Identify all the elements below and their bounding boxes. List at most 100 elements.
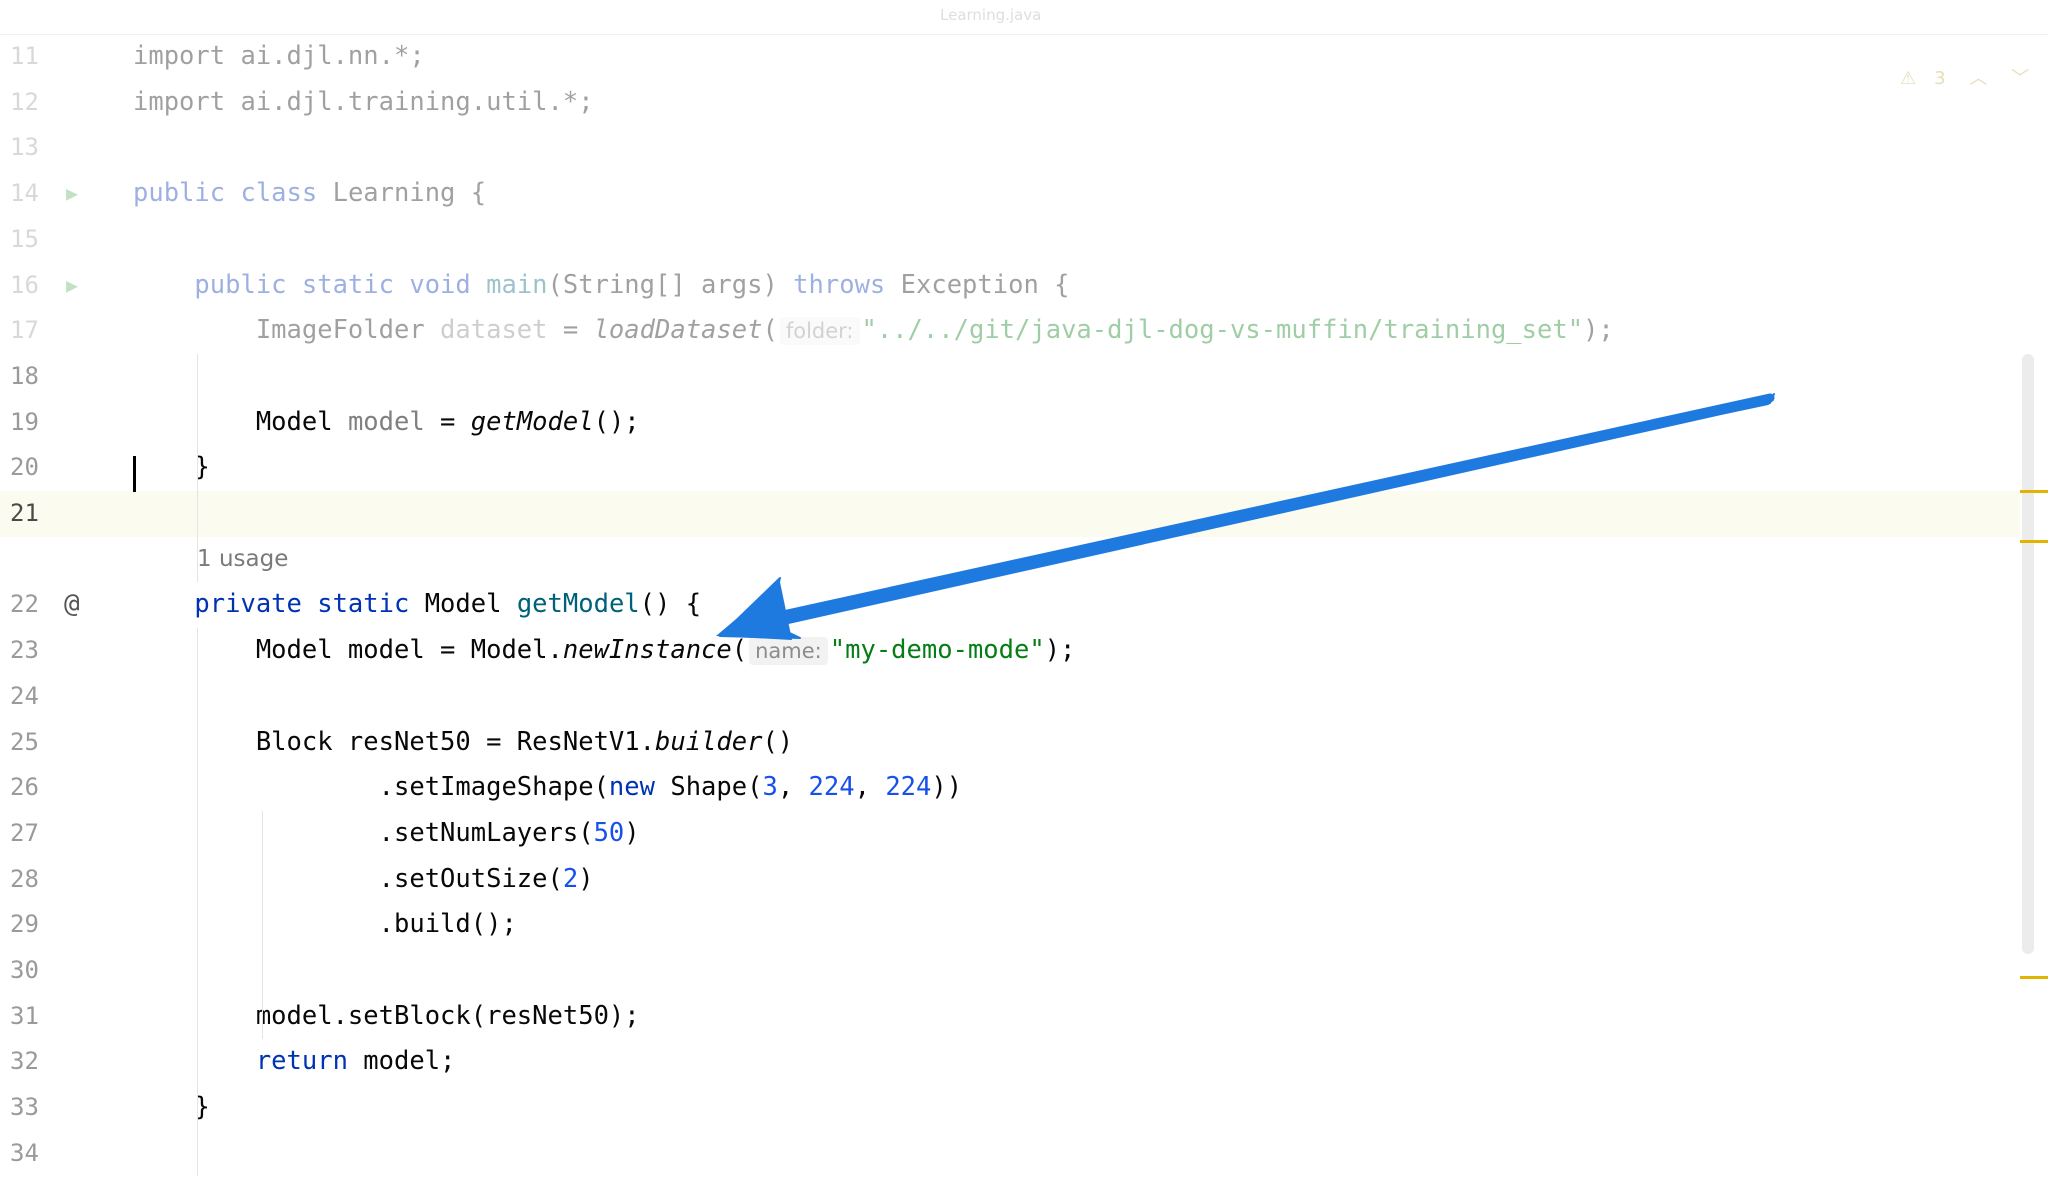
code-line[interactable]: 19 Model model = getModel(); bbox=[0, 400, 2020, 446]
code-line[interactable]: 15 bbox=[0, 217, 2020, 263]
line-number: 11 bbox=[10, 42, 39, 70]
code-token: new bbox=[608, 772, 671, 803]
line-number: 24 bbox=[10, 681, 39, 710]
code-line[interactable]: 26 .setImageShape(new Shape(3, 224, 224)… bbox=[0, 765, 2020, 811]
code-text[interactable]: import ai.djl.training.util.*; bbox=[133, 80, 594, 126]
warning-marker[interactable] bbox=[2020, 540, 2048, 543]
line-number: 17 bbox=[10, 316, 39, 345]
code-token: ); bbox=[1583, 315, 1614, 346]
inspection-widget[interactable]: ⚠3 ︿ ﹀ bbox=[1900, 64, 2047, 90]
code-token: newInstance bbox=[562, 635, 732, 666]
vertical-scrollbar[interactable] bbox=[2022, 354, 2034, 954]
chevron-up-icon[interactable]: ︿ bbox=[1969, 68, 1988, 89]
code-line[interactable]: 30 bbox=[0, 948, 2020, 994]
code-line[interactable]: 21 bbox=[0, 491, 2020, 537]
code-token: Model bbox=[133, 406, 348, 437]
code-text[interactable]: private static Model getModel() { bbox=[133, 582, 701, 628]
code-token: loadDataset bbox=[593, 315, 763, 346]
code-line[interactable]: 16▶ public static void main(String[] arg… bbox=[0, 263, 2020, 309]
code-token: "../../git/java-djl-dog-vs-muffin/traini… bbox=[861, 315, 1584, 346]
code-token: model bbox=[347, 406, 425, 437]
line-number: 22 bbox=[10, 590, 39, 619]
code-token: Block resNet50 = ResNetV1. bbox=[133, 726, 655, 757]
code-token: } bbox=[133, 452, 210, 483]
code-line[interactable]: 23 Model model = Model.newInstance(name:… bbox=[0, 628, 2020, 674]
code-token: main bbox=[486, 269, 548, 300]
code-text[interactable]: .build(); bbox=[133, 902, 517, 948]
code-line[interactable]: 18 bbox=[0, 354, 2020, 400]
code-line[interactable]: 32 return model; bbox=[0, 1039, 2020, 1085]
line-number: 34 bbox=[10, 1138, 39, 1167]
code-token: import ai.djl.nn.*; bbox=[133, 41, 425, 71]
code-line[interactable]: 17 ImageFolder dataset = loadDataset(fol… bbox=[0, 308, 2020, 354]
usage-count-hint[interactable]: 1 usage bbox=[197, 545, 289, 572]
at-icon[interactable]: @ bbox=[64, 589, 80, 620]
warning-marker[interactable] bbox=[2020, 490, 2048, 493]
code-token: getModel bbox=[470, 406, 594, 437]
code-token: Model bbox=[424, 589, 517, 620]
code-text[interactable]: } bbox=[133, 1085, 210, 1131]
code-token: , bbox=[854, 772, 886, 803]
code-text[interactable]: public static void main(String[] args) t… bbox=[133, 263, 1069, 309]
code-token: , bbox=[777, 772, 809, 803]
chevron-down-icon[interactable]: ﹀ bbox=[2011, 68, 2030, 89]
code-token: } bbox=[133, 1092, 210, 1123]
code-token: () bbox=[762, 726, 794, 757]
code-line[interactable]: 27 .setNumLayers(50) bbox=[0, 811, 2020, 857]
code-text[interactable]: import ai.djl.nn.*; bbox=[133, 34, 425, 80]
code-line[interactable]: 11 import ai.djl.nn.*; bbox=[0, 34, 2020, 80]
code-text[interactable]: Block resNet50 = ResNetV1.builder() bbox=[133, 720, 793, 766]
indent-guide bbox=[197, 353, 198, 583]
code-token: .setNumLayers( bbox=[133, 817, 594, 848]
indent-guide bbox=[262, 810, 263, 1040]
code-text[interactable]: Model model = Model.newInstance(name:"my… bbox=[133, 628, 1075, 675]
code-text[interactable]: .setNumLayers(50) bbox=[133, 811, 640, 857]
code-text[interactable]: return model; bbox=[133, 1039, 456, 1085]
code-token: )) bbox=[931, 772, 963, 803]
code-token: builder bbox=[654, 726, 763, 757]
tab-learning-java[interactable]: Learning.java bbox=[940, 6, 1042, 24]
line-number: 33 bbox=[10, 1093, 39, 1122]
run-icon[interactable]: ▶ bbox=[66, 272, 79, 297]
code-line[interactable]: 31 model.setBlock(resNet50); bbox=[0, 994, 2020, 1040]
code-line[interactable]: 24 bbox=[0, 674, 2020, 720]
code-text[interactable]: public class Learning { bbox=[133, 171, 486, 217]
line-number: 32 bbox=[10, 1047, 39, 1076]
line-number: 19 bbox=[10, 407, 39, 436]
code-line[interactable]: 28 .setOutSize(2) bbox=[0, 857, 2020, 903]
code-token: 50 bbox=[593, 817, 625, 848]
code-line[interactable]: 33 } bbox=[0, 1085, 2020, 1131]
warning-marker[interactable] bbox=[2020, 976, 2048, 979]
code-line[interactable]: 14 ▶ public class Learning { bbox=[0, 171, 2020, 217]
line-number: 21 bbox=[10, 499, 39, 527]
code-token: ( bbox=[731, 635, 748, 666]
code-text[interactable]: .setImageShape(new Shape(3, 224, 224)) bbox=[133, 765, 962, 811]
code-text[interactable]: .setOutSize(2) bbox=[133, 857, 594, 903]
code-text[interactable]: ImageFolder dataset = loadDataset(folder… bbox=[133, 308, 1614, 355]
code-text[interactable]: model.setBlock(resNet50); bbox=[133, 994, 640, 1040]
parameter-hint: name: bbox=[749, 637, 828, 666]
code-line[interactable]: 25 Block resNet50 = ResNetV1.builder() bbox=[0, 720, 2020, 766]
code-token: throws bbox=[793, 269, 901, 300]
code-token: ) bbox=[624, 817, 640, 848]
code-line[interactable]: 20 } bbox=[0, 445, 2020, 491]
code-text[interactable]: } bbox=[133, 445, 210, 491]
code-token: .build(); bbox=[133, 909, 517, 940]
code-line[interactable]: 29 .build(); bbox=[0, 902, 2020, 948]
warning-count: 3 bbox=[1934, 68, 1946, 89]
run-icon[interactable]: ▶ bbox=[66, 181, 79, 206]
line-number: 23 bbox=[10, 636, 39, 665]
code-line[interactable]: 13 bbox=[0, 125, 2020, 171]
code-token: return bbox=[133, 1046, 364, 1077]
code-token: Learning { bbox=[332, 178, 487, 209]
code-line[interactable]: 34 bbox=[0, 1131, 2020, 1177]
line-number: 15 bbox=[10, 224, 39, 253]
code-line[interactable]: 22 @ private static Model getModel() { bbox=[0, 582, 2020, 628]
code-token: (String[] args) bbox=[547, 269, 794, 300]
line-number: 14 bbox=[10, 179, 39, 208]
usage-hint-row[interactable]: 1 usage bbox=[0, 537, 2020, 583]
code-token: ) bbox=[578, 863, 594, 894]
code-text[interactable]: Model model = getModel(); bbox=[133, 400, 640, 446]
